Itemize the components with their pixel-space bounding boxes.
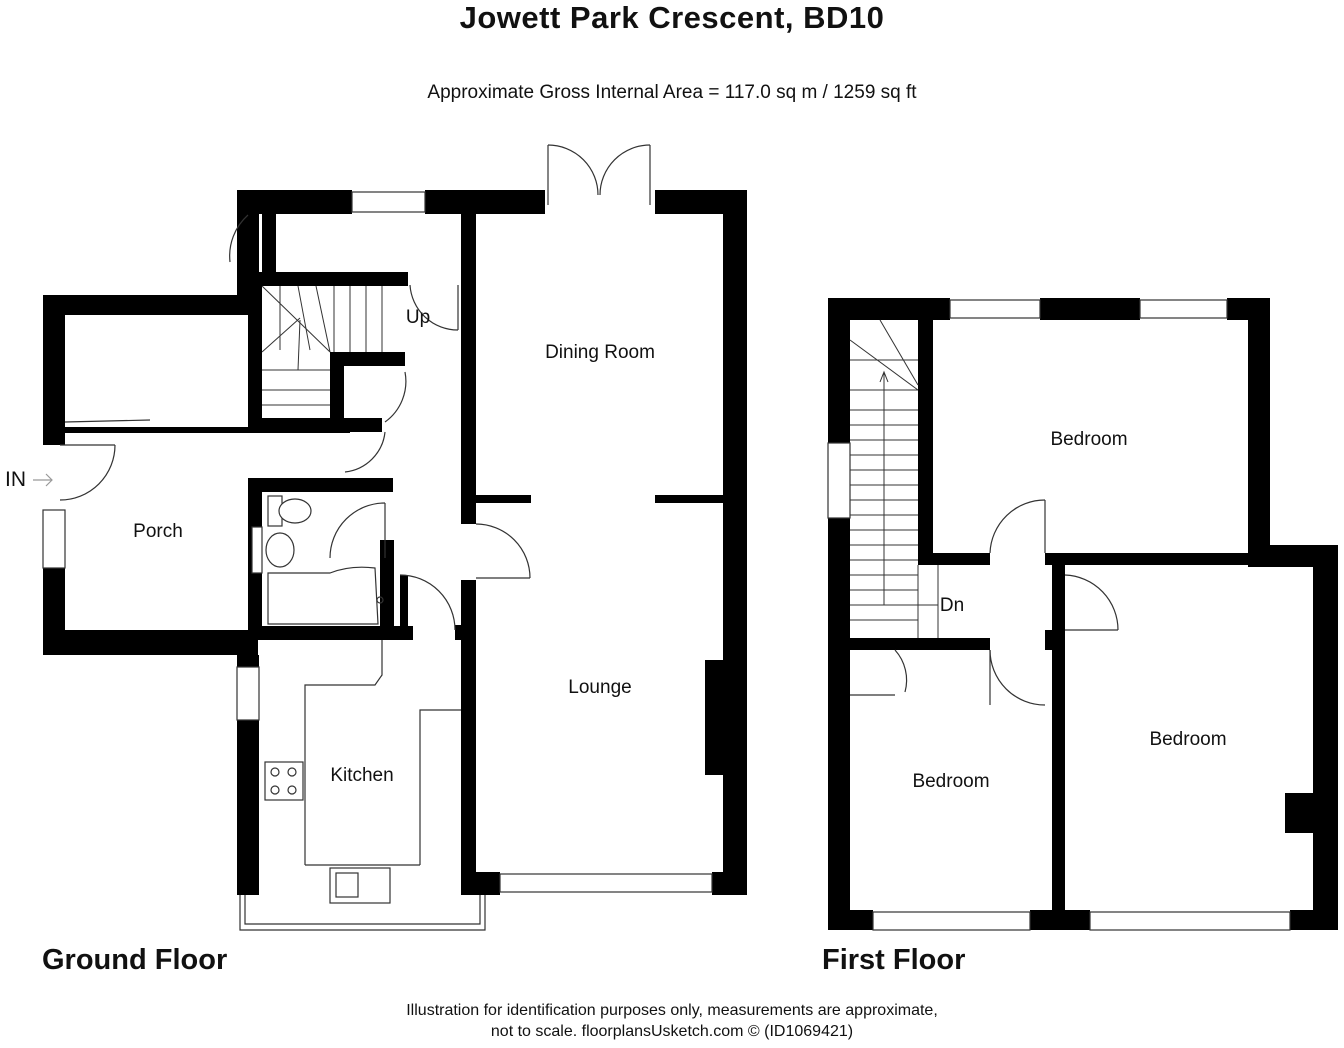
wall — [330, 352, 344, 422]
gross-area-text: Approximate Gross Internal Area = 117.0 … — [427, 82, 917, 103]
wall — [380, 540, 394, 635]
first-floor-label: First Floor — [822, 944, 966, 976]
wall — [425, 190, 545, 214]
first-floor-fixtures — [827, 299, 1291, 931]
room-label-porch: Porch — [133, 521, 183, 542]
wall — [723, 190, 747, 895]
ground-floor-fixtures — [33, 144, 713, 931]
wall — [455, 625, 465, 640]
ground-floor-label: Ground Floor — [42, 944, 228, 976]
wall — [918, 320, 933, 560]
wall — [828, 518, 850, 930]
room-label-bedroom-front-right: Bedroom — [1149, 729, 1226, 750]
wall — [400, 575, 408, 635]
ground-floor-plan — [43, 190, 747, 895]
disclaimer-line-1: Illustration for identification purposes… — [406, 1002, 938, 1019]
wall — [1285, 793, 1315, 833]
wall — [1052, 565, 1065, 910]
wall — [65, 427, 350, 433]
wall — [1045, 553, 1248, 565]
wall — [43, 295, 253, 315]
wall — [237, 190, 352, 214]
room-label-lounge: Lounge — [568, 677, 631, 698]
wall — [828, 298, 850, 443]
room-label-bedroom-rear: Bedroom — [1050, 429, 1127, 450]
wall — [470, 872, 500, 895]
wall — [237, 720, 259, 895]
entrance-label: IN — [5, 468, 26, 491]
room-label-bedroom-front-left: Bedroom — [912, 771, 989, 792]
wall — [461, 580, 476, 895]
wall — [43, 295, 65, 445]
wall — [705, 660, 730, 775]
wall — [828, 298, 950, 320]
room-label-dining-room: Dining Room — [545, 342, 655, 363]
wall — [461, 214, 476, 524]
wall — [1030, 910, 1090, 930]
disclaimer: Illustration for identification purposes… — [0, 1000, 1344, 1042]
wall — [1313, 545, 1338, 930]
wall — [248, 272, 408, 286]
wall — [828, 910, 873, 930]
room-label-kitchen: Kitchen — [330, 765, 393, 786]
wall — [1040, 298, 1140, 320]
wall — [712, 872, 747, 895]
wall — [262, 214, 276, 274]
wall — [330, 352, 405, 366]
wall — [655, 495, 725, 503]
wall — [248, 626, 413, 640]
disclaimer-line-2: not to scale. floorplansUsketch.com © (I… — [490, 1023, 854, 1040]
wall — [1290, 910, 1338, 930]
wall — [248, 478, 393, 492]
first-floor-plan — [828, 298, 1338, 930]
wall — [237, 655, 259, 667]
wall — [43, 630, 258, 655]
wall — [1248, 298, 1270, 558]
wall — [248, 272, 262, 427]
wall — [476, 495, 531, 503]
wall — [850, 638, 990, 650]
wall — [918, 553, 990, 565]
stairs-down-label: Dn — [940, 595, 964, 616]
plan-title: Jowett Park Crescent, BD10 — [459, 0, 885, 35]
stairs-up-label: Up — [406, 307, 430, 328]
